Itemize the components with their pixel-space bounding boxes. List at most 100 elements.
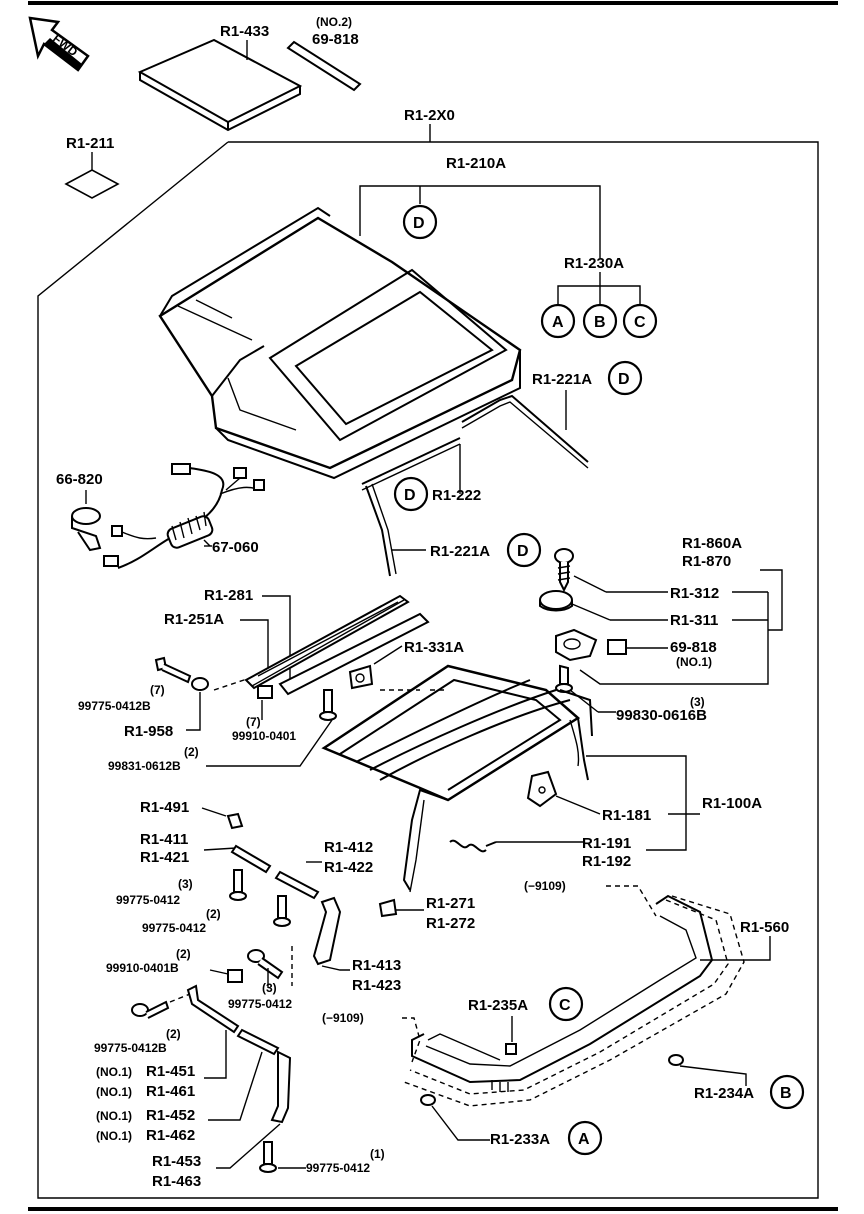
ref-d2: D [618, 371, 630, 388]
ref-b-234a: B [780, 1085, 792, 1102]
label-qty3-a: (3) [178, 877, 193, 891]
label-r1-233a: R1-233A [490, 1131, 550, 1148]
label-no1-462: (NO.1) [96, 1129, 132, 1143]
patch-part-r1-211 [64, 169, 120, 199]
label-r1-870: R1-870 [682, 553, 731, 570]
label-r1-281: R1-281 [204, 587, 253, 604]
harness-plug-part [71, 507, 102, 552]
bracket-part-69-818 [555, 628, 627, 662]
label-qty7-a: (7) [150, 683, 165, 697]
molding-part-r1-453 [270, 1050, 292, 1124]
weatherstrip-part-r1-560 [403, 894, 745, 1107]
molding-part-r1-413 [312, 896, 342, 966]
clip-part-r1-233a [420, 1094, 436, 1106]
label-no2: (NO.2) [316, 15, 352, 29]
clip-part-r1-234a [668, 1054, 684, 1066]
label-r1-181: R1-181 [602, 807, 651, 824]
label-r1-860a: R1-860A [682, 535, 742, 552]
label-67-060: 67-060 [212, 539, 259, 556]
label-99830-0616b: 99830-0616B [616, 707, 707, 724]
label-99775-0412-d: 99775-0412 [306, 1161, 370, 1175]
label-99831-0612b: 99831-0612B [108, 759, 181, 773]
label-r1-451: R1-451 [146, 1063, 195, 1080]
label-r1-560: R1-560 [740, 919, 789, 936]
label-no1-452: (NO.1) [96, 1109, 132, 1123]
seal-strip-part [286, 40, 362, 92]
rail-strip-r1-221a-top [461, 394, 589, 463]
label-r1-412: R1-412 [324, 839, 373, 856]
label-no1: (NO.1) [676, 655, 712, 669]
screw-part-99775-0412-c [247, 949, 284, 980]
label-r1-413: R1-413 [352, 957, 401, 974]
nut-part-99910-0401 [257, 685, 273, 699]
screw-part-99775-0412b-b [131, 1000, 170, 1019]
label-66-820: 66-820 [56, 471, 103, 488]
label-r1-251a: R1-251A [164, 611, 224, 628]
label-r1-958: R1-958 [124, 723, 173, 740]
ref-circle-a [540, 303, 576, 339]
label-r1-312: R1-312 [670, 585, 719, 602]
cap-part-r1-311 [539, 590, 573, 612]
ref-d1: D [413, 215, 425, 232]
ref-circle-b [582, 303, 618, 339]
bolt-part-99830 [555, 664, 573, 693]
label-r1-331a: R1-331A [404, 639, 464, 656]
label-qty3-b: (3) [262, 981, 277, 995]
label-r1-222: R1-222 [432, 487, 481, 504]
label-99910-0401: 99910-0401 [232, 729, 296, 743]
washer-part-r1-958 [191, 677, 209, 691]
label-99775-0412b-b: 99775-0412B [94, 1041, 167, 1055]
label-qty2-b: (2) [206, 907, 221, 921]
label-qty2-d: (2) [166, 1027, 181, 1041]
label-r1-191: R1-191 [582, 835, 631, 852]
label-r1-452: R1-452 [146, 1107, 195, 1124]
label-r1-422: R1-422 [324, 859, 373, 876]
screw-part-99775-0412-d [259, 1141, 277, 1173]
label-qty2-a: (2) [184, 745, 199, 759]
clip-part-r1-331a [348, 664, 374, 690]
ref-b: B [594, 314, 606, 331]
molding-part-r1-412 [274, 870, 320, 900]
nut-part-99910-0401b [227, 969, 243, 983]
label-date-b: (−9109) [322, 1011, 364, 1025]
strip-r1-222 [361, 437, 461, 485]
label-r1-221a-top: R1-221A [532, 371, 592, 388]
label-69-818-no2: 69-818 [312, 31, 359, 48]
ref-a: A [552, 314, 564, 331]
label-99910-0401b: 99910-0401B [106, 961, 179, 975]
label-date-a: (−9109) [524, 879, 566, 893]
label-r1-463: R1-463 [152, 1173, 201, 1190]
label-r1-491: R1-491 [140, 799, 189, 816]
label-qty3-99830: (3) [690, 695, 705, 709]
rail-strip-r1-221a-mid [365, 485, 391, 577]
label-no1-461: (NO.1) [96, 1085, 132, 1099]
hinge-part-r1-181 [526, 770, 558, 808]
label-r1-423: R1-423 [352, 977, 401, 994]
label-r1-230a: R1-230A [564, 255, 624, 272]
fwd-arrow-icon: FWD [28, 16, 90, 72]
ref-d4: D [517, 543, 529, 560]
label-r1-192: R1-192 [582, 853, 631, 870]
molding-part-r1-451 [186, 984, 240, 1034]
label-qty7-b: (7) [246, 715, 261, 729]
wiring-harness-part [103, 463, 265, 569]
ref-circle-c [622, 303, 658, 339]
label-99775-0412-c: 99775-0412 [228, 997, 292, 1011]
screw-part-99775-0412b [154, 656, 192, 684]
label-r1-221a-mid: R1-221A [430, 543, 490, 560]
screw-part-99775-0412-a [229, 869, 247, 901]
label-r1-411: R1-411 [140, 831, 188, 848]
label-r1-433: R1-433 [220, 23, 269, 40]
label-r1-462: R1-462 [146, 1127, 195, 1144]
bolt-part-99831 [319, 689, 337, 721]
label-99775-0412b-a: 99775-0412B [78, 699, 151, 713]
label-r1-311: R1-311 [670, 612, 718, 629]
ref-c-235a: C [559, 997, 571, 1014]
bracket-part-r1-271 [378, 898, 398, 918]
ref-c: C [634, 314, 646, 331]
label-r1-100a: R1-100A [702, 795, 762, 812]
label-69-818-no1: 69-818 [670, 639, 717, 656]
label-r1-421: R1-421 [140, 849, 189, 866]
label-qty2-c: (2) [176, 947, 191, 961]
